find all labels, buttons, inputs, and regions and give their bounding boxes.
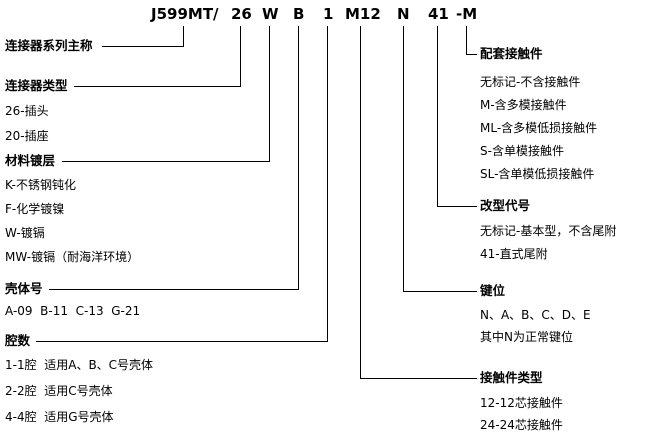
- heading-series: 连接器系列主称: [5, 38, 93, 53]
- heading-mating-contacts: 配套接触件: [480, 46, 543, 61]
- line-plating: [62, 26, 270, 162]
- code-segment-type: 26: [231, 5, 252, 23]
- heading-plating: 材料镀层: [5, 153, 56, 168]
- code-segment-shell: B: [293, 5, 305, 23]
- line-mating: [466, 26, 477, 55]
- line-cavity: [36, 26, 328, 342]
- item-contact-24: 24-24芯接触件: [480, 418, 563, 432]
- item-type-plug: 26-插头: [5, 104, 49, 118]
- heading-cavity: 腔数: [5, 333, 31, 348]
- item-mating-s: S-含单模接触件: [480, 144, 564, 158]
- code-segment-key: N: [397, 5, 410, 23]
- item-key-note: 其中N为正常键位: [480, 330, 573, 344]
- code-segment-series: J599MT/: [151, 5, 219, 23]
- item-mating-ml: ML-含多模低损接触件: [480, 121, 598, 135]
- code-segment-contact-type: M12: [345, 5, 381, 23]
- item-cavity-2: 2-2腔 适用C号壳体: [5, 384, 113, 398]
- item-cavity-4: 4-4腔 适用G号壳体: [5, 410, 114, 424]
- code-segment-mating: -M: [456, 5, 478, 23]
- code-segment-cavity: 1: [323, 5, 334, 23]
- line-type: [74, 26, 241, 87]
- heading-shell: 壳体号: [5, 281, 43, 296]
- line-contact-type: [360, 26, 477, 379]
- heading-contact-type: 接触件类型: [480, 370, 543, 385]
- line-shell: [49, 26, 299, 290]
- item-cavity-1: 1-1腔 适用A、B、C号壳体: [5, 358, 154, 372]
- item-contact-12: 12-12芯接触件: [480, 396, 563, 410]
- item-plating-f: F-化学镀镍: [5, 202, 65, 216]
- item-mod-none: 无标记-基本型，不含尾附: [480, 224, 617, 238]
- item-mod-41: 41-直式尾附: [480, 247, 548, 261]
- item-type-socket: 20-插座: [5, 129, 49, 143]
- item-shell-sizes: A-09 B-11 C-13 G-21: [5, 304, 141, 318]
- heading-connector-type: 连接器类型: [5, 78, 68, 93]
- item-plating-k: K-不锈钢钝化: [5, 178, 76, 192]
- item-plating-mw: MW-镀镉（耐海洋环境）: [5, 250, 140, 264]
- line-key: [403, 26, 477, 292]
- heading-key: 键位: [480, 283, 506, 298]
- code-segment-mod: 41: [428, 5, 449, 23]
- line-mod: [437, 26, 477, 207]
- item-key-options: N、A、B、C、D、E: [480, 308, 591, 322]
- item-mating-none: 无标记-不含接触件: [480, 75, 581, 89]
- line-series: [102, 26, 184, 47]
- item-plating-w: W-镀镉: [5, 226, 45, 240]
- item-mating-m: M-含多模接触件: [480, 98, 567, 112]
- item-mating-sl: SL-含单模低损接触件: [480, 167, 595, 181]
- heading-mod-code: 改型代号: [480, 198, 531, 213]
- code-segment-plating: W: [262, 5, 279, 23]
